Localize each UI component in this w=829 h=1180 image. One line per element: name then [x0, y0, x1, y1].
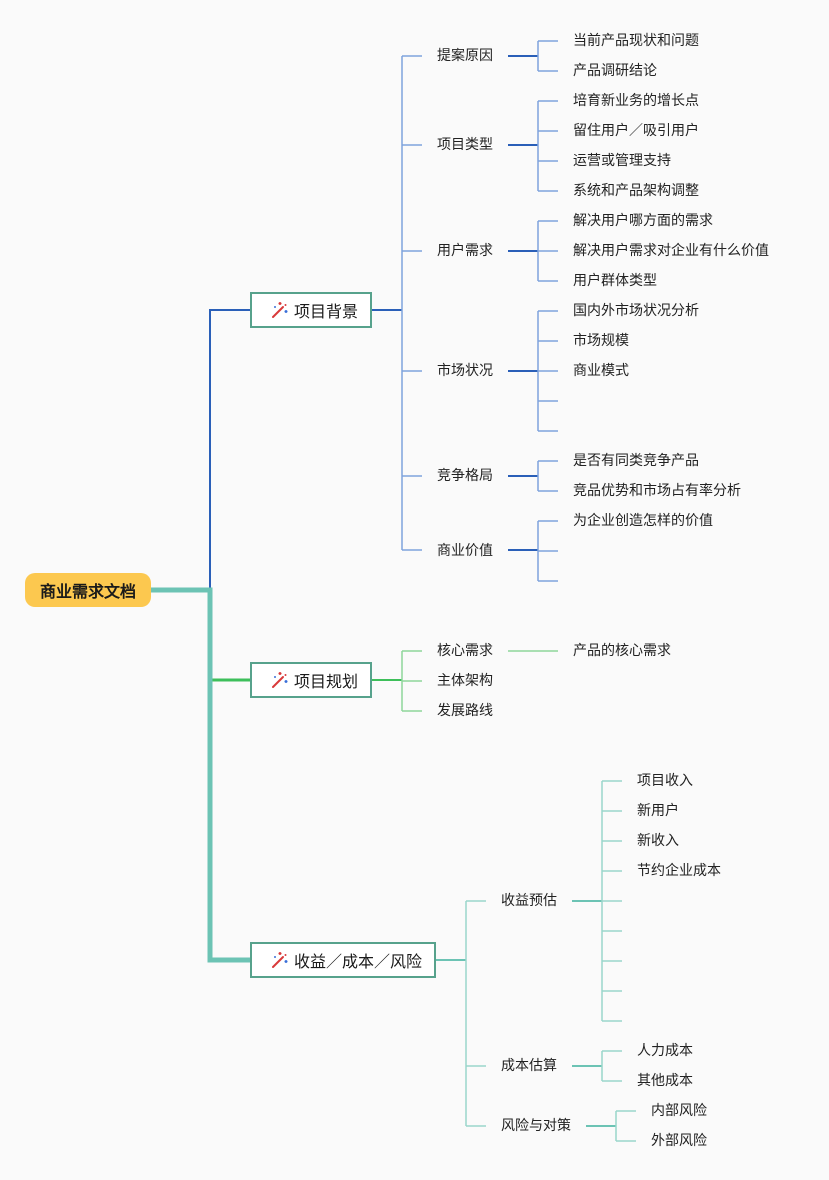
root-label: 商业需求文档	[39, 582, 136, 601]
sub-node[interactable]: 核心需求	[437, 643, 493, 659]
leaf-node[interactable]: 运营或管理支持	[573, 153, 671, 169]
empty-leaf-node[interactable]	[637, 983, 697, 997]
leaf-node[interactable]: 解决用户哪方面的需求	[573, 213, 713, 229]
empty-leaf-node[interactable]	[573, 573, 633, 587]
sub-node[interactable]: 发展路线	[437, 703, 493, 719]
leaf-node[interactable]: 新用户	[637, 803, 679, 819]
sub-node[interactable]: 竞争格局	[437, 468, 493, 484]
sub-node[interactable]: 成本估算	[501, 1058, 557, 1074]
connector-line	[151, 309, 250, 591]
leaf-node[interactable]: 用户群体类型	[573, 273, 657, 289]
branch-label: 项目规划	[294, 672, 359, 691]
leaf-node[interactable]: 新收入	[637, 833, 679, 849]
leaf-node[interactable]: 竞品优势和市场占有率分析	[573, 483, 741, 499]
magic-wand-icon	[272, 952, 288, 968]
connector-line	[151, 587, 250, 963]
sub-node[interactable]: 提案原因	[437, 48, 493, 64]
empty-leaf-node[interactable]	[573, 423, 633, 437]
leaf-node[interactable]: 商业模式	[573, 363, 629, 379]
root-node[interactable]: 商业需求文档	[25, 573, 151, 607]
branch-node-project-background[interactable]: 项目背景	[250, 292, 372, 328]
empty-leaf-node[interactable]	[637, 1013, 697, 1027]
branch-node-revenue-cost-risk[interactable]: 收益／成本／风险	[250, 942, 436, 978]
leaf-node[interactable]: 人力成本	[637, 1043, 693, 1059]
leaf-node[interactable]: 其他成本	[637, 1073, 693, 1089]
leaf-node[interactable]: 国内外市场状况分析	[573, 303, 699, 319]
sub-node[interactable]: 收益预估	[501, 893, 557, 909]
sub-node[interactable]: 用户需求	[437, 243, 493, 259]
sub-node[interactable]: 项目类型	[437, 137, 493, 153]
leaf-node[interactable]: 产品的核心需求	[573, 643, 671, 659]
leaf-node[interactable]: 解决用户需求对企业有什么价值	[573, 243, 769, 259]
sub-node[interactable]: 商业价值	[437, 543, 493, 559]
magic-wand-icon	[272, 302, 288, 318]
magic-wand-icon	[272, 672, 288, 688]
leaf-node[interactable]: 培育新业务的增长点	[573, 93, 699, 109]
leaf-node[interactable]: 产品调研结论	[573, 63, 657, 79]
leaf-node[interactable]: 节约企业成本	[637, 863, 721, 879]
leaf-node[interactable]: 系统和产品架构调整	[573, 183, 699, 199]
sub-node[interactable]: 主体架构	[437, 673, 493, 689]
leaf-node[interactable]: 是否有同类竞争产品	[573, 453, 699, 469]
sub-node[interactable]: 市场状况	[437, 363, 493, 379]
branch-node-project-planning[interactable]: 项目规划	[250, 662, 372, 698]
leaf-node[interactable]: 为企业创造怎样的价值	[573, 513, 713, 529]
branch-label: 收益／成本／风险	[294, 952, 423, 971]
leaf-node[interactable]: 当前产品现状和问题	[573, 33, 699, 49]
leaf-node[interactable]: 内部风险	[651, 1103, 707, 1119]
leaf-node[interactable]: 项目收入	[637, 773, 693, 789]
empty-leaf-node[interactable]	[573, 393, 633, 407]
empty-leaf-node[interactable]	[637, 953, 697, 967]
empty-leaf-node[interactable]	[573, 543, 633, 557]
connector-line	[151, 588, 250, 682]
empty-leaf-node[interactable]	[637, 893, 697, 907]
empty-leaf-node[interactable]	[637, 923, 697, 937]
branch-label: 项目背景	[294, 302, 359, 321]
leaf-node[interactable]: 市场规模	[573, 333, 629, 349]
leaf-node[interactable]: 外部风险	[651, 1133, 707, 1149]
leaf-node[interactable]: 留住用户／吸引用户	[573, 123, 699, 139]
sub-node[interactable]: 风险与对策	[501, 1118, 571, 1134]
